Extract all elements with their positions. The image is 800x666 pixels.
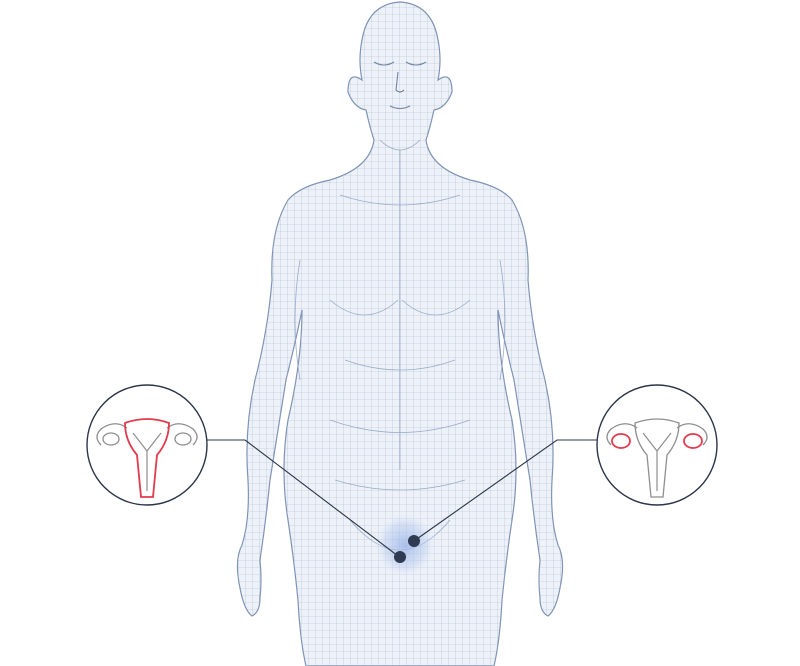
body-contour-line [499, 259, 506, 381]
body-contour-line [294, 259, 301, 381]
uterus-marker[interactable] [394, 551, 406, 563]
ovary-marker[interactable] [408, 535, 420, 547]
face-features [373, 61, 427, 110]
nose [395, 71, 405, 93]
ovaries-connector [413, 439, 597, 542]
uterus-callout[interactable] [86, 384, 208, 506]
ovaries-callout[interactable] [596, 384, 718, 506]
left-eye [373, 61, 395, 66]
ovaries-icon [606, 418, 708, 498]
uterus-icon [96, 418, 198, 498]
body-contour-line [379, 139, 421, 151]
pelvic-glow [371, 509, 439, 581]
body-contour-line [401, 299, 471, 316]
right-eye [405, 61, 427, 66]
body-contour-line [329, 299, 399, 316]
uterus-connector [207, 439, 399, 557]
mouth [389, 105, 411, 110]
connector-lines [207, 439, 597, 557]
body-contour-line [334, 479, 466, 491]
